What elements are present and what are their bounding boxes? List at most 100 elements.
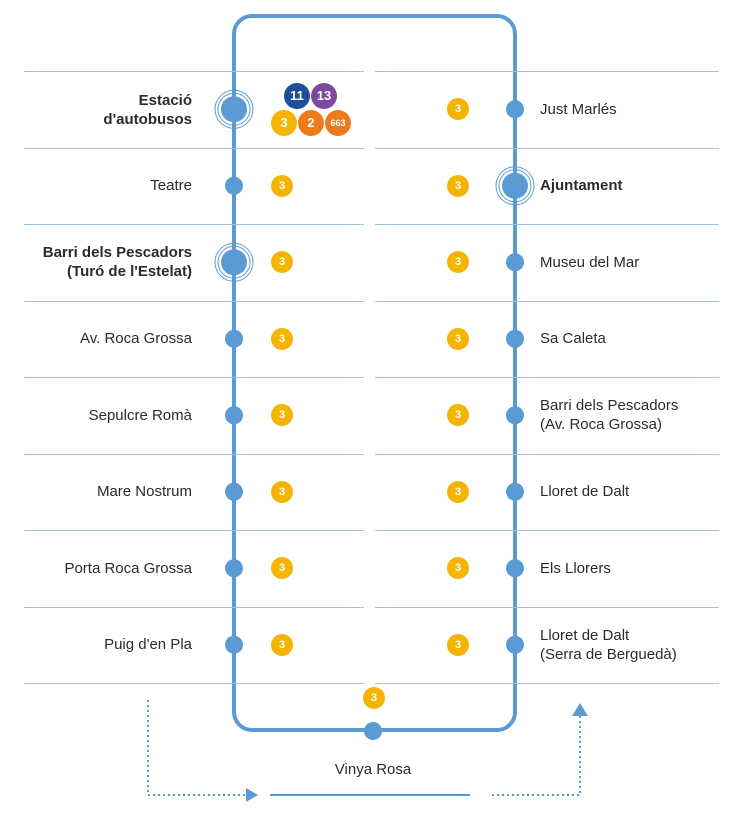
- right-stop-8-marker: [506, 635, 524, 654]
- route-badge-663: 663: [325, 110, 351, 136]
- right-stop-6-label-line-1: Lloret de Dalt: [540, 483, 630, 501]
- right-stop-4-marker: [506, 329, 524, 348]
- right-stop-3-label-line-1: Museu del Mar: [540, 253, 640, 271]
- left-stop-1-label-line-1: Teatre: [150, 177, 192, 195]
- left-stop-2-label: Barri dels Pescadors(Turó de l'Estelat): [43, 243, 192, 281]
- left-stop-4-marker: [225, 406, 243, 425]
- left-stop-3-label-line-1: Av. Roca Grossa: [80, 330, 192, 348]
- left-stop-3-marker: [225, 329, 243, 348]
- right-stop-2-label-line-1: Ajuntament: [540, 177, 623, 195]
- left-stop-6-label-line-1: Porta Roca Grossa: [64, 559, 192, 577]
- right-stop-3-label: Museu del Mar: [540, 253, 639, 272]
- route-badge-2: 2: [298, 110, 324, 136]
- left-stop-6-label: Porta Roca Grossa: [64, 559, 192, 578]
- bottom-stop-marker: [364, 722, 382, 740]
- row-separator-right: [375, 454, 719, 455]
- left-stop-3-label: Av. Roca Grossa: [80, 329, 192, 348]
- right-stop-1-marker: [506, 100, 524, 119]
- row-separator-left: [24, 148, 364, 149]
- right-stop-2-marker-ring-outer: [495, 166, 535, 206]
- row-separator-right: [375, 377, 719, 378]
- right-stop-6-marker: [506, 482, 524, 501]
- left-stop-2-label-line-1: Barri dels Pescadors: [42, 244, 192, 262]
- left-stop-3-route-badge: 3: [271, 327, 293, 350]
- right-stop-3-marker: [506, 253, 524, 272]
- route-badge-3: 3: [271, 110, 297, 136]
- arrow-right-icon: [246, 788, 258, 802]
- left-stop-2-route-badge: 3: [271, 251, 293, 274]
- right-stop-5-label-line-2: (Av. Roca Grossa): [540, 416, 662, 434]
- row-separator-right: [375, 71, 719, 72]
- right-stop-2-label: Ajuntament: [540, 176, 623, 195]
- row-separator-left: [24, 607, 364, 608]
- right-stop-8-label-line-1: Lloret de Dalt: [540, 626, 630, 644]
- left-stop-1-label: Teatre: [150, 176, 192, 195]
- left-stop-7-marker: [225, 635, 243, 654]
- right-stop-6-route-badge: 3: [447, 480, 469, 503]
- right-stop-1-route-badge: 3: [447, 98, 469, 121]
- left-stop-4-route-badge: 3: [271, 404, 293, 427]
- right-stop-8-label-line-2: (Serra de Berguedà): [540, 645, 677, 663]
- right-stop-7-label: Els Llorers: [540, 559, 611, 578]
- left-stop-7-route-badge: 3: [271, 633, 293, 656]
- row-separator-left: [24, 224, 364, 225]
- row-separator-right: [375, 301, 719, 302]
- row-separator-left: [24, 683, 364, 684]
- left-stop-4-label: Sepulcre Romà: [89, 406, 192, 425]
- right-stop-1-label-line-1: Just Marlés: [540, 100, 617, 118]
- left-stop-2-marker-ring-inner: [217, 245, 251, 279]
- right-stop-6-label: Lloret de Dalt: [540, 482, 629, 501]
- right-stop-5-label-line-1: Barri dels Pescadors: [540, 397, 679, 415]
- left-stop-7-label: Puig d'en Pla: [104, 635, 192, 654]
- left-stop-4-label-line-1: Sepulcre Romà: [88, 406, 192, 424]
- terminal-stop-marker: [221, 96, 247, 123]
- right-stop-5-label: Barri dels Pescadors(Av. Roca Grossa): [540, 396, 678, 434]
- right-stop-4-route-badge: 3: [447, 327, 469, 350]
- right-stop-2-marker-ring-inner: [498, 169, 532, 203]
- row-separator-right: [375, 607, 719, 608]
- left-stop-5-marker: [225, 482, 243, 501]
- left-stop-6-route-badge: 3: [271, 557, 293, 580]
- right-stop-8-route-badge: 3: [447, 633, 469, 656]
- terminal-stop-marker-ring-inner: [217, 92, 251, 126]
- row-separator-right: [375, 224, 719, 225]
- left-stop-6-marker: [225, 559, 243, 578]
- right-stop-3-route-badge: 3: [447, 251, 469, 274]
- left-stop-7-label-line-1: Puig d'en Pla: [104, 636, 192, 654]
- right-stop-4-label-line-1: Sa Caleta: [540, 330, 606, 348]
- left-stop-2-marker-ring-outer: [214, 242, 254, 282]
- left-stop-5-route-badge: 3: [271, 480, 293, 503]
- right-stop-7-marker: [506, 559, 524, 578]
- left-stop-5-label-line-1: Mare Nostrum: [96, 483, 192, 501]
- row-separator-left: [24, 454, 364, 455]
- right-stop-7-label-line-1: Els Llorers: [540, 559, 611, 577]
- left-stop-2-label-line-2: (Turó de l'Estelat): [67, 263, 192, 281]
- terminal-stop-name-line-1: Estació: [138, 92, 192, 109]
- row-separator-left: [24, 301, 364, 302]
- right-stop-5-marker: [506, 406, 524, 425]
- right-stop-5-route-badge: 3: [447, 404, 469, 427]
- row-separator-left: [24, 377, 364, 378]
- terminal-stop-name-line-2: d'autobusos: [103, 111, 192, 128]
- right-stop-1-label: Just Marlés: [540, 100, 617, 119]
- route-badge-11: 11: [284, 83, 310, 109]
- row-separator-right: [375, 683, 719, 684]
- left-stop-5-label: Mare Nostrum: [97, 482, 192, 501]
- arrow-up-icon: [572, 703, 588, 716]
- direction-arrows: [147, 700, 588, 802]
- right-stop-2-marker: [502, 172, 528, 199]
- right-stop-8-label: Lloret de Dalt(Serra de Berguedà): [540, 626, 677, 664]
- row-separator-left: [24, 530, 364, 531]
- right-stop-4-label: Sa Caleta: [540, 329, 606, 348]
- terminal-stop-label: Estació d'autobusos: [103, 91, 192, 129]
- bottom-stop-route-badge: 3: [363, 687, 385, 709]
- row-separator-left: [24, 71, 364, 72]
- row-separator-right: [375, 530, 719, 531]
- right-stop-7-route-badge: 3: [447, 557, 469, 580]
- route-badge-13: 13: [311, 83, 337, 109]
- left-stop-1-route-badge: 3: [271, 174, 293, 197]
- left-stop-1-marker: [225, 176, 243, 195]
- bottom-stop-label: Vinya Rosa: [334, 761, 412, 778]
- left-stop-2-marker: [221, 249, 247, 276]
